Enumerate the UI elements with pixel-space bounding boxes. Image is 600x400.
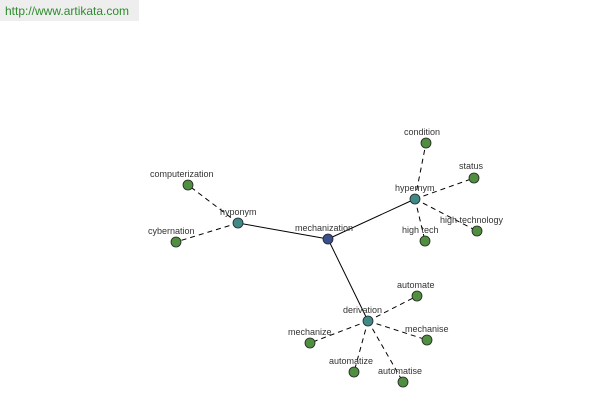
edge-hyponym-computerization (187, 184, 239, 224)
word-node-circle[interactable] (170, 236, 182, 248)
edge-center-hypernym (327, 198, 416, 240)
relation-node-hyponym[interactable]: hyponym (220, 207, 257, 229)
edge-center-hyponym (237, 222, 329, 240)
word-node-status[interactable]: status (459, 161, 484, 184)
edge-hypernym-high-tech (414, 198, 426, 242)
center-node-label: mechanization (295, 223, 353, 233)
word-node-label: automatize (329, 356, 373, 366)
word-node-circle[interactable] (419, 235, 431, 247)
word-node-label: condition (404, 127, 440, 137)
word-node-circle[interactable] (420, 137, 432, 149)
word-node-mechanise[interactable]: mechanise (405, 324, 449, 346)
word-node-high-technology[interactable]: high technology (440, 215, 504, 237)
relation-node-circle[interactable] (409, 193, 421, 205)
word-node-label: mechanize (288, 327, 332, 337)
word-node-condition[interactable]: condition (404, 127, 440, 149)
edge-derivation-mechanize (309, 320, 369, 344)
word-node-label: computerization (150, 169, 214, 179)
edge-hypernym-status (414, 177, 475, 200)
word-node-high-tech[interactable]: high tech (402, 225, 439, 247)
center-node[interactable]: mechanization (295, 223, 353, 245)
graph-edges (175, 142, 478, 383)
word-node-label: high technology (440, 215, 504, 225)
word-node-label: cybernation (148, 226, 195, 236)
relation-node-circle[interactable] (362, 315, 374, 327)
word-node-automatise[interactable]: automatise (378, 366, 422, 388)
site-url-link[interactable]: http://www.artikata.com (5, 4, 130, 18)
word-node-circle[interactable] (304, 337, 316, 349)
word-node-label: mechanise (405, 324, 449, 334)
relation-node-label: derivation (343, 305, 382, 315)
word-node-mechanize[interactable]: mechanize (288, 327, 332, 349)
relation-node-circle[interactable] (232, 217, 244, 229)
word-node-circle[interactable] (468, 172, 480, 184)
edge-center-derivation (327, 238, 369, 322)
word-node-circle[interactable] (397, 376, 409, 388)
relation-node-hypernym[interactable]: hypernym (395, 183, 435, 205)
url-bar: http://www.artikata.com (0, 0, 139, 21)
word-node-automatize[interactable]: automatize (329, 356, 373, 378)
relation-node-derivation[interactable]: derivation (343, 305, 382, 327)
center-node-circle[interactable] (322, 233, 334, 245)
word-node-label: high tech (402, 225, 439, 235)
edge-derivation-automatise (367, 320, 404, 383)
word-node-cybernation[interactable]: cybernation (148, 226, 195, 248)
edge-hypernym-high-technology (414, 198, 478, 232)
relation-node-label: hypernym (395, 183, 435, 193)
edge-hyponym-cybernation (175, 222, 239, 243)
word-node-label: automatise (378, 366, 422, 376)
word-node-circle[interactable] (421, 334, 433, 346)
word-node-circle[interactable] (411, 290, 423, 302)
word-node-circle[interactable] (348, 366, 360, 378)
graph-nodes: mechanization hyponym hypernym derivatio… (148, 127, 504, 388)
word-node-automate[interactable]: automate (397, 280, 435, 302)
word-node-circle[interactable] (182, 179, 194, 191)
edge-hypernym-condition (414, 142, 427, 200)
relation-node-label: hyponym (220, 207, 257, 217)
word-node-computerization[interactable]: computerization (150, 169, 214, 191)
word-node-label: status (459, 161, 484, 171)
edge-derivation-mechanise (367, 320, 428, 341)
word-node-circle[interactable] (471, 225, 483, 237)
word-node-label: automate (397, 280, 435, 290)
edge-derivation-automate (367, 295, 418, 322)
